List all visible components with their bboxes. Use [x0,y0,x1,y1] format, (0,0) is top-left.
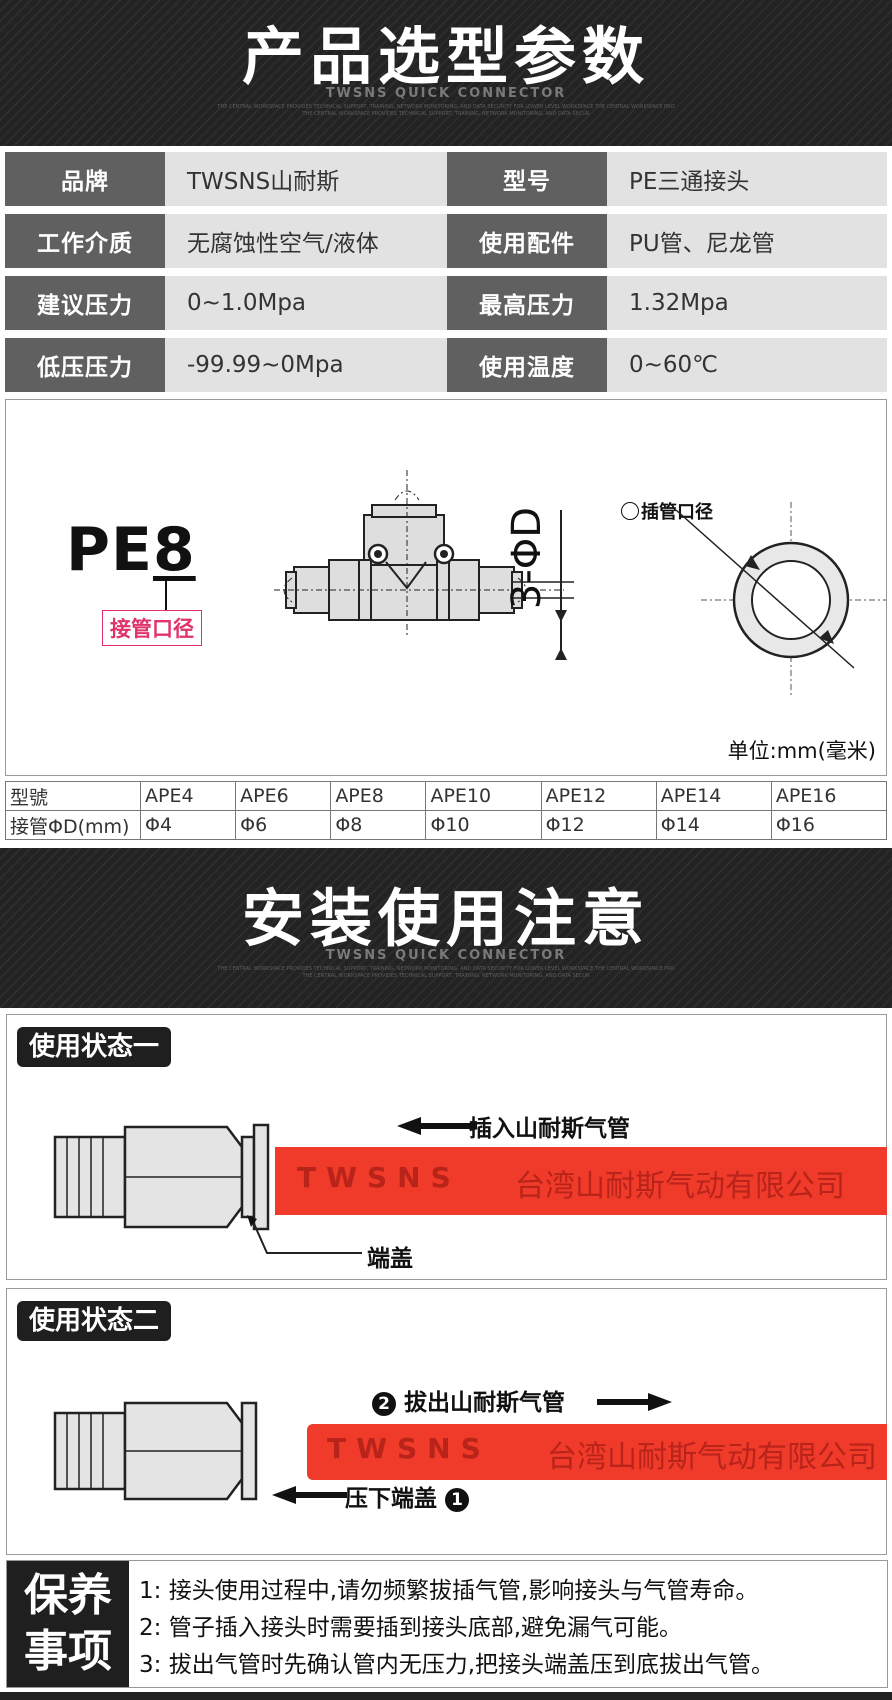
usage-state-two: 使用状态二 TWSNS 台湾山耐斯气动有限公司 2 拔出山耐斯气管 压下端盖 1 [6,1288,887,1555]
callout-label: 接管口径 [102,610,202,646]
section-subtitle: TWSNS QUICK CONNECTOR [325,948,567,963]
connector-drawing [53,1123,270,1231]
tube-printed-text: 台湾山耐斯气动有限公司 [547,1440,877,1475]
section-subtitle: TWSNS QUICK CONNECTOR [325,86,567,101]
banner-product-params: 产品选型参数 TWSNS QUICK CONNECTOR THE CENTRAL… [0,0,892,146]
param-label: 低压压力 [5,338,165,392]
notes-heading: 保养 事项 [7,1561,129,1687]
tube-printed-text: 台湾山耐斯气动有限公司 [515,1169,845,1204]
table-cell: Φ16 [770,810,888,840]
param-value: 0~1.0Mpa [165,276,447,330]
state-tag: 使用状态二 [17,1301,172,1341]
table-cell: APE14 [655,781,772,811]
model-name: PE8 [66,515,196,585]
param-label: 使用温度 [447,338,607,392]
table-cell: Φ14 [655,810,772,840]
pull-instruction: 2 拔出山耐斯气管 [372,1383,565,1417]
unit-label: 单位:mm(毫米) [727,739,876,763]
section-view-drawing [675,502,886,698]
table-cell: APE16 [770,781,888,811]
param-value: PU管、尼龙管 [607,214,887,268]
cap-label: 端盖 [367,1246,413,1272]
press-arrow-icon [272,1486,347,1504]
insert-instruction: 插入山耐斯气管 [469,1116,630,1142]
table-cell: Φ12 [540,810,657,840]
callout-leader [165,580,167,610]
param-value: -99.99~0Mpa [165,338,447,392]
note-item: 2: 管子插入接头时需要插到接头底部,避免漏气可能。 [139,1615,683,1641]
usage-state-one: 使用状态一 TWSNS 台湾山耐斯气动有限公司 插入山耐斯气管 端盖 [6,1014,887,1280]
maintenance-notes: 保养 事项 1: 接头使用过程中,请勿频繁拔插气管,影响接头与气管寿命。 2: … [6,1560,888,1688]
section-label: 插管口径 [621,498,713,524]
table-cell: APE10 [425,781,542,811]
param-value: 无腐蚀性空气/液体 [165,214,447,268]
param-value: 0~60℃ [607,338,887,392]
insert-arrow-icon [397,1117,477,1135]
dimension-arrow-line [555,510,567,660]
dimension-diagram: PE8 接管口径 3-ΦD [5,399,887,776]
spec-table: 型號 APE4 APE6 APE8 APE10 APE12 APE14 APE1… [5,781,888,840]
step-one-badge: 1 [445,1487,470,1512]
tube: TWSNS 台湾山耐斯气动有限公司 [275,1147,887,1215]
banner-installation: 安装使用注意 TWSNS QUICK CONNECTOR THE CENTRAL… [0,848,892,1008]
state-tag: 使用状态一 [17,1027,172,1067]
section-label-text: 插管口径 [641,502,713,523]
table-row: 接管ΦD(mm) Φ4 Φ6 Φ8 Φ10 Φ12 Φ14 Φ16 [5,810,888,840]
table-cell: Φ8 [330,810,427,840]
banner-fine-print: THE CENTRAL WORKSPACE PROVIDES TECHNICAL… [217,966,675,972]
table-cell: APE12 [540,781,657,811]
param-label: 建议压力 [5,276,165,330]
step-two-badge: 2 [372,1391,396,1416]
param-label: 最高压力 [447,276,607,330]
table-cell: APE8 [330,781,427,811]
pull-label: 拔出山耐斯气管 [404,1390,566,1416]
banner-fine-print: THE CENTRAL WORKSPACE PROVIDES TECHNICAL… [217,104,675,110]
banner-fine-print: THE CENTRAL WORKSPACE PROVIDES TECHNICAL… [302,111,590,117]
param-label: 品牌 [5,152,165,206]
model-size: 8 [152,515,196,585]
param-label: 型号 [447,152,607,206]
section-title: 产品选型参数 [241,20,650,93]
tube-brand: TWSNS [297,1161,461,1194]
param-value: 1.32Mpa [607,276,887,330]
table-cell: Φ4 [139,810,237,840]
table-row: 型號 APE4 APE6 APE8 APE10 APE12 APE14 APE1… [5,781,888,811]
notes-heading-line: 事项 [24,1626,112,1677]
connector-drawing [53,1401,258,1501]
dimension-label: 3-ΦD [504,506,551,610]
param-label: 工作介质 [5,214,165,268]
param-value: TWSNS山耐斯 [165,152,447,206]
pull-arrow-icon [597,1393,672,1411]
diameter-symbol-icon [621,502,639,520]
tee-fitting-drawing [274,470,574,635]
model-prefix: PE [66,515,153,585]
table-cell: Φ10 [425,810,542,840]
banner-fine-print: THE CENTRAL WORKSPACE PROVIDES TECHNICAL… [302,973,590,979]
table-cell: APE4 [139,781,237,811]
press-instruction: 压下端盖 1 [345,1479,470,1513]
param-value: PE三通接头 [607,152,887,206]
param-label: 使用配件 [447,214,607,268]
tube-brand: TWSNS [327,1432,491,1465]
note-item: 3: 拔出气管时先确认管内无压力,把接头端盖压到底拔出气管。 [139,1652,775,1678]
table-cell: 型號 [5,781,141,811]
table-cell: Φ6 [235,810,332,840]
bottom-bar [0,1692,892,1700]
tube: TWSNS 台湾山耐斯气动有限公司 [307,1424,887,1480]
cap-leader-line [247,1215,362,1254]
table-cell: APE6 [235,781,332,811]
section-title: 安装使用注意 [241,882,650,955]
table-cell: 接管ΦD(mm) [5,810,141,840]
press-label: 压下端盖 [345,1486,437,1512]
notes-heading-line: 保养 [24,1570,112,1621]
note-item: 1: 接头使用过程中,请勿频繁拔插气管,影响接头与气管寿命。 [139,1578,759,1604]
